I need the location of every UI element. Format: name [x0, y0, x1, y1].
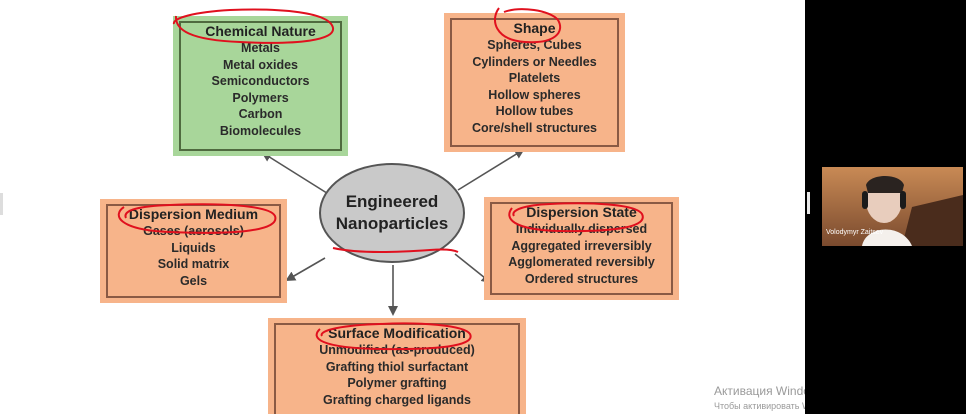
- dispersion-state-item: Ordered structures: [524, 271, 639, 286]
- chemical-nature-item: Metals: [241, 41, 280, 55]
- dispersion-medium-item: Liquids: [171, 240, 216, 255]
- dispersion-state-box: Dispersion State Individually dispersed …: [484, 197, 679, 300]
- shape-item: Hollow spheres: [488, 87, 581, 102]
- dispersion-medium-box: Dispersion Medium Gases (aerosols) Liqui…: [100, 199, 287, 303]
- surface-modification-item: Grafting thiol surfactant: [325, 359, 469, 374]
- windows-activation-watermark: Активация Windows Чтобы активировать Win…: [714, 384, 805, 411]
- shape-item: Core/shell structures: [471, 120, 598, 135]
- shape-item: Cylinders or Needles: [472, 54, 597, 69]
- video-sidebar: Volodymyr Zaitsev: [805, 0, 966, 414]
- shape-title: Shape: [513, 20, 556, 36]
- diagram-arrows: [261, 148, 525, 316]
- dispersion-state-title: Dispersion State: [526, 204, 637, 220]
- shape-box: Shape Spheres, Cubes Cylinders or Needle…: [444, 13, 625, 152]
- chemical-nature-item: Biomolecules: [219, 123, 302, 138]
- dispersion-state-item: Agglomerated reversibly: [508, 255, 655, 269]
- chemical-nature-item: Semiconductors: [211, 74, 310, 88]
- arrow-to-dispersion-medium: [285, 257, 326, 282]
- center-title-line1: Engineered: [345, 192, 439, 211]
- chemical-nature-frame: [179, 21, 342, 151]
- surface-modification-item: Polymer grafting: [347, 376, 447, 390]
- surface-modification-box: Surface Modification Unmodified (as-prod…: [268, 318, 526, 414]
- shape-item: Platelets: [508, 71, 561, 85]
- chemical-nature-item: Metal oxides: [222, 57, 299, 72]
- surface-modification-title: Surface Modification: [328, 325, 466, 341]
- chemical-nature-item: Carbon: [238, 107, 283, 121]
- shape-frame: [450, 18, 619, 147]
- dispersion-state-item: Aggregated irreversibly: [511, 238, 652, 253]
- dispersion-medium-title: Dispersion Medium: [128, 206, 259, 222]
- shape-item: Hollow tubes: [495, 104, 574, 118]
- watermark-title: Активация Windows: [714, 384, 805, 398]
- chemical-nature-title: Chemical Nature: [205, 23, 316, 39]
- center-title-line2: Nanoparticles: [335, 214, 449, 233]
- webcam-video: [822, 167, 963, 246]
- watermark-subtitle: Чтобы активировать Windows, перейдите в …: [714, 401, 805, 411]
- dispersion-medium-item: Gels: [179, 273, 208, 288]
- dispersion-medium-item: Solid matrix: [157, 257, 230, 271]
- chemical-nature-item: Polymers: [232, 90, 289, 105]
- slide-edge-mark: [0, 193, 3, 215]
- arrow-to-chemical-nature: [261, 151, 331, 196]
- chemical-nature-box: Chemical Nature Metals Metal oxides Semi…: [173, 16, 348, 156]
- arrow-to-shape: [457, 148, 525, 191]
- webcam-tile[interactable]: Volodymyr Zaitsev: [822, 167, 963, 246]
- center-ellipse: Engineered Nanoparticles: [319, 163, 465, 263]
- surface-modification-item: Grafting charged ligands: [323, 392, 471, 407]
- webcam-participant-name: Volodymyr Zaitsev: [826, 229, 884, 236]
- slide: Chemical Nature Metals Metal oxides Semi…: [0, 7, 805, 414]
- sidebar-resize-handle[interactable]: [807, 192, 810, 214]
